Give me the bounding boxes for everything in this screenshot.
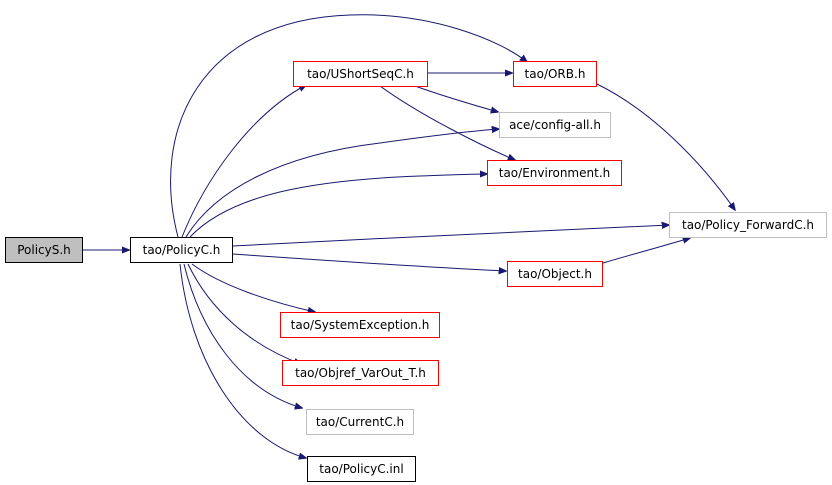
node-orb-h[interactable]: tao/ORB.h bbox=[513, 61, 597, 87]
node-systemexception-h[interactable]: tao/SystemException.h bbox=[280, 312, 440, 338]
node-policyc-h[interactable]: tao/PolicyC.h bbox=[130, 237, 233, 263]
edge-policyc-to-config-all bbox=[185, 129, 499, 238]
edge-policyc-to-objref-varout bbox=[187, 263, 301, 364]
node-config-all-h[interactable]: ace/config-all.h bbox=[499, 112, 611, 138]
node-environment-h[interactable]: tao/Environment.h bbox=[487, 160, 622, 186]
edge-policyc-to-orb bbox=[170, 14, 527, 238]
node-object-h[interactable]: tao/Object.h bbox=[507, 261, 603, 287]
edge-policyc-to-systemexception bbox=[191, 263, 315, 312]
edge-policyc-to-object bbox=[232, 253, 506, 271]
node-policyc-inl[interactable]: tao/PolicyC.inl bbox=[307, 456, 416, 482]
edge-policyc-to-environment bbox=[189, 174, 487, 238]
node-policys-h[interactable]: PolicyS.h bbox=[5, 237, 83, 263]
edge-policyc-to-policy-forwardc bbox=[232, 225, 669, 247]
edge-policyc-to-currentc bbox=[183, 263, 302, 408]
node-policy-forwardc-h[interactable]: tao/Policy_ForwardC.h bbox=[669, 212, 827, 238]
edge-ushortseqc-to-config-all bbox=[414, 85, 498, 112]
edge-ushortseqc-to-environment bbox=[379, 85, 515, 160]
edge-policyc-to-policyc-inl bbox=[179, 263, 306, 458]
node-objref-varout-t-h[interactable]: tao/Objref_VarOut_T.h bbox=[282, 360, 439, 386]
node-ushortseqc-h[interactable]: tao/UShortSeqC.h bbox=[293, 61, 428, 87]
edge-policyc-to-ushortseqc bbox=[181, 85, 306, 238]
edge-orb-to-policy-forwardc bbox=[596, 83, 735, 210]
node-currentc-h[interactable]: tao/CurrentC.h bbox=[306, 409, 414, 435]
edge-object-to-policy-forwardc bbox=[602, 238, 690, 264]
